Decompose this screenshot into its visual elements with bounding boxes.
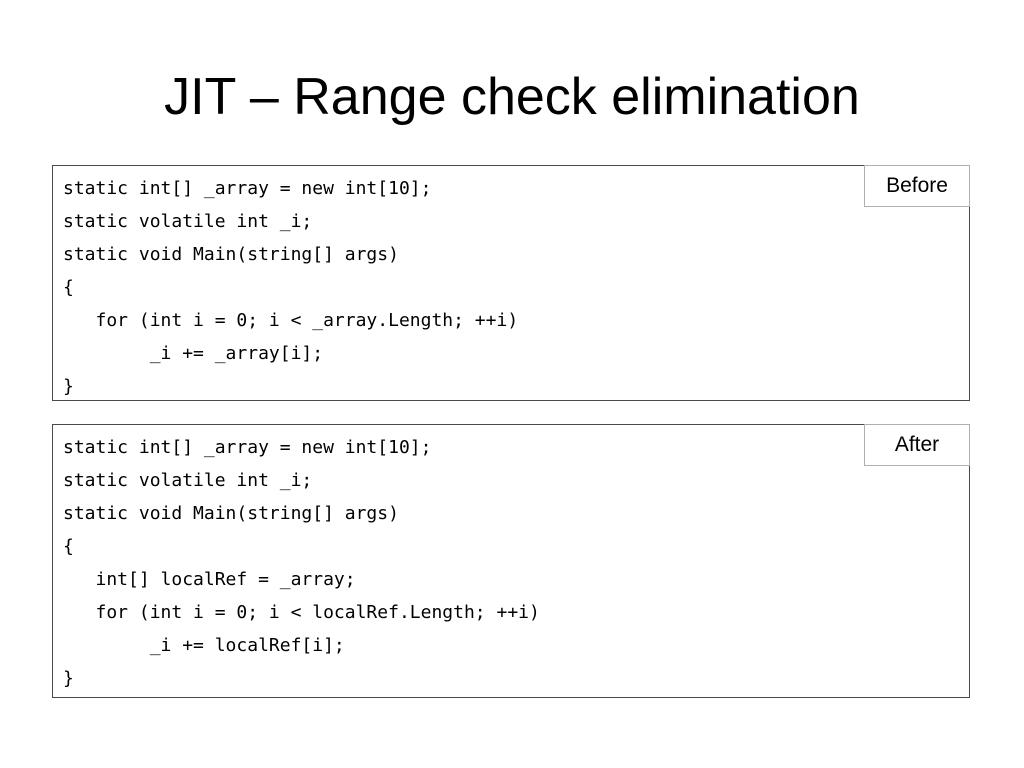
code-line: {: [63, 536, 74, 557]
code-line: static int[] _array = new int[10];: [63, 437, 432, 458]
code-line: _i += localRef[i];: [63, 635, 345, 656]
code-line: }: [63, 668, 74, 689]
code-line: int[] localRef = _array;: [63, 569, 356, 590]
code-line: _i += _array[i];: [63, 343, 324, 364]
code-line: static void Main(string[] args): [63, 503, 399, 524]
code-line: for (int i = 0; i < localRef.Length; ++i…: [63, 602, 540, 623]
code-line: static void Main(string[] args): [63, 244, 399, 265]
code-line: {: [63, 277, 74, 298]
code-line: static volatile int _i;: [63, 211, 313, 232]
code-box-before: static int[] _array = new int[10]; stati…: [52, 165, 970, 401]
code-lines-before: static int[] _array = new int[10]; stati…: [63, 172, 518, 403]
code-line: for (int i = 0; i < _array.Length; ++i): [63, 310, 519, 331]
before-tag: Before: [864, 165, 970, 207]
code-line: static volatile int _i;: [63, 470, 313, 491]
after-tag: After: [864, 424, 970, 466]
code-lines-after: static int[] _array = new int[10]; stati…: [63, 431, 540, 695]
code-line: static int[] _array = new int[10];: [63, 178, 432, 199]
code-line: }: [63, 376, 74, 397]
code-box-after: static int[] _array = new int[10]; stati…: [52, 424, 970, 698]
slide-title: JIT – Range check elimination: [164, 68, 860, 126]
